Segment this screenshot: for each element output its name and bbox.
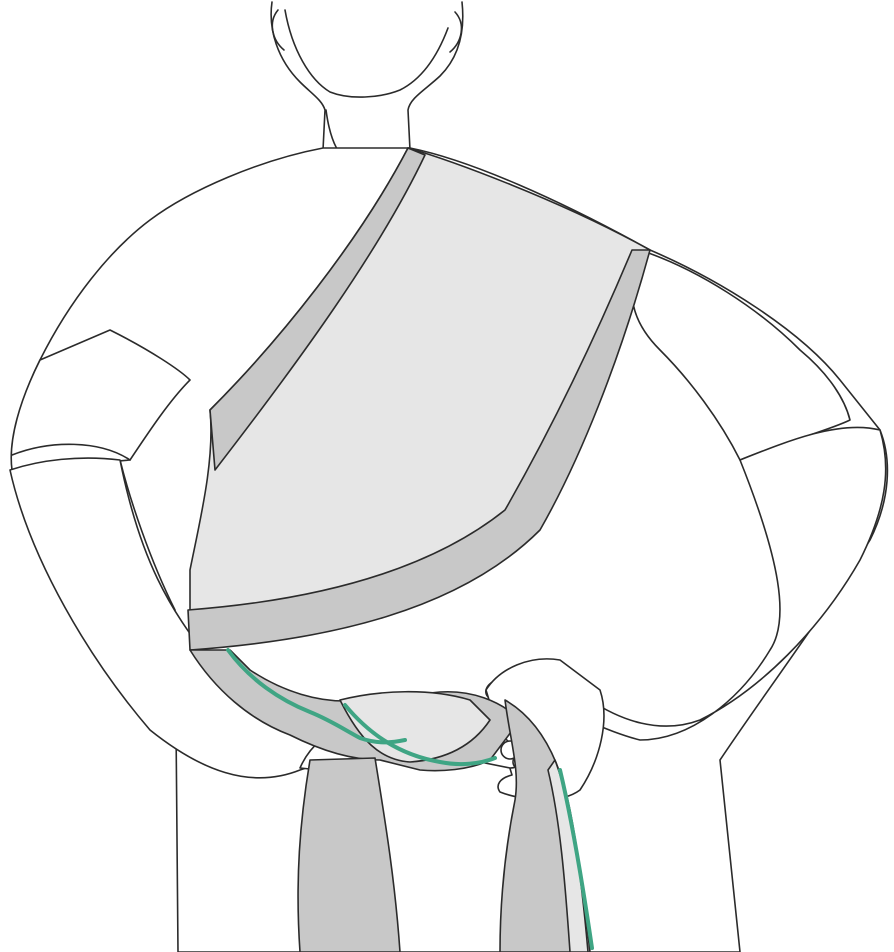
illustration-canvas bbox=[0, 0, 894, 952]
figure-illustration bbox=[0, 0, 894, 952]
